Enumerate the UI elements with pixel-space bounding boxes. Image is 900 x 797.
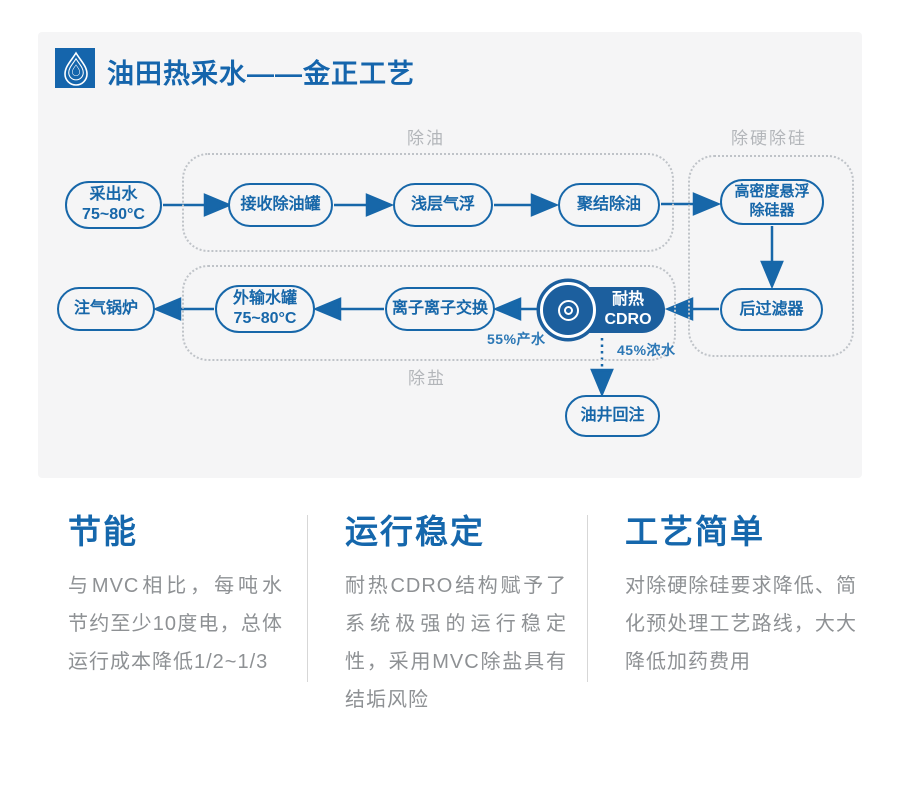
node-coalescing-deoil: 聚结除油	[558, 183, 660, 227]
node-label: 接收除油罐	[240, 196, 321, 213]
node-produced-water: 采出水 75~80°C	[65, 181, 162, 229]
node-export-water-tank: 外输水罐 75~80°C	[215, 285, 315, 333]
group-deoiling	[182, 153, 674, 252]
feature-title: 节能	[68, 513, 138, 550]
group-dehardening-desilication	[688, 155, 854, 357]
node-receiving-deoil-tank: 接收除油罐	[228, 183, 333, 227]
node-gas-injection-boiler: 注气锅炉	[57, 287, 155, 331]
feature-body: 与MVC相比，每吨水节约至少10度电，总体运行成本降低1/2~1/3	[68, 575, 283, 673]
feature-body: 对除硬除硅要求降低、简化预处理工艺路线，大大降低加药费用	[625, 575, 857, 673]
note-55-percent-product-water: 55%产水	[487, 331, 546, 347]
node-label: 浅层气浮	[410, 196, 475, 213]
column-divider	[587, 515, 588, 682]
node-label: 后过滤器	[739, 300, 804, 318]
node-ion-exchange: 离子离子交换	[385, 287, 495, 331]
group-label-dehardening: 除硬除硅	[731, 129, 807, 148]
node-oil-well-reinjection: 油井回注	[565, 395, 660, 437]
node-label: 注气锅炉	[73, 300, 138, 317]
group-label-deoiling: 除油	[407, 129, 445, 148]
water-drop-logo-icon	[55, 47, 97, 89]
note-45-percent-concentrate: 45%浓水	[617, 342, 676, 358]
diagram-panel	[38, 32, 862, 478]
node-label: 外输水罐 75~80°C	[232, 290, 297, 327]
cdro-ring-icon	[557, 299, 579, 321]
page-title: 油田热采水——金正工艺	[107, 59, 415, 89]
feature-title: 运行稳定	[345, 513, 485, 550]
node-label: 高密度悬浮 除硅器	[734, 183, 810, 219]
node-label: 聚结除油	[576, 196, 641, 213]
node-post-filter: 后过滤器	[720, 288, 823, 331]
node-label: 油井回注	[580, 407, 645, 424]
node-label: 耐热CDRO	[604, 291, 652, 328]
feature-simple-process: 工艺简单 对除硬除硅要求降低、简化预处理工艺路线，大大降低加药费用	[625, 505, 857, 681]
column-divider	[307, 515, 308, 682]
feature-stable-operation: 运行稳定 耐热CDRO结构赋予了系统极强的运行稳定性，采用MVC除盐具有结垢风险	[345, 505, 567, 719]
feature-energy-saving: 节能 与MVC相比，每吨水节约至少10度电，总体运行成本降低1/2~1/3	[68, 505, 283, 681]
node-label: 采出水 75~80°C	[82, 186, 145, 223]
cdro-dot-icon	[563, 305, 573, 315]
feature-body: 耐热CDRO结构赋予了系统极强的运行稳定性，采用MVC除盐具有结垢风险	[345, 575, 567, 711]
feature-title: 工艺简单	[625, 513, 765, 550]
group-desalting	[182, 265, 676, 361]
cdro-membrane-icon	[540, 282, 596, 338]
node-shallow-air-flotation: 浅层气浮	[393, 183, 493, 227]
group-label-desalting: 除盐	[408, 369, 446, 388]
node-label: 离子离子交换	[391, 300, 488, 317]
node-high-density-desilication: 高密度悬浮 除硅器	[720, 179, 824, 225]
